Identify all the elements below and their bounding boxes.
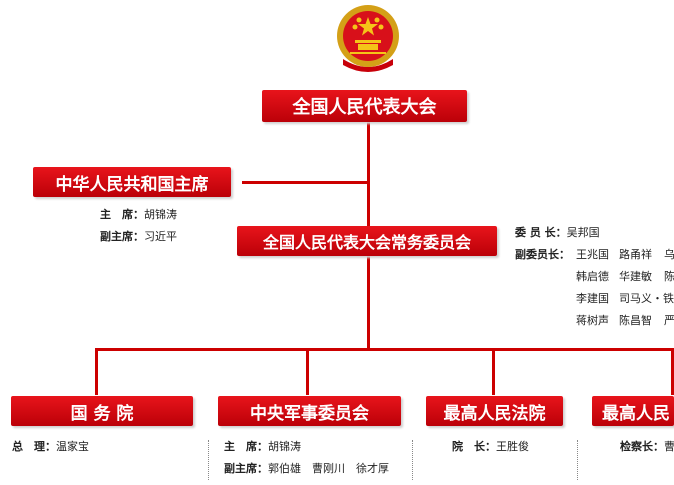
standing-vice-name: 严 xyxy=(664,314,674,327)
cmc-vice-name: 郭伯雄 xyxy=(268,462,301,475)
cmc-chair-name: 胡锦涛 xyxy=(268,440,301,453)
cmc-info: 主 席：胡锦涛 副主席：郭伯雄曹刚川徐才厚 xyxy=(224,436,389,480)
divider-dotted xyxy=(412,440,413,480)
cmc-vice-name: 徐才厚 xyxy=(356,462,389,475)
president-vice-name: 习近平 xyxy=(144,230,177,243)
president-chair-label: 主 席： xyxy=(100,208,144,221)
state-council-box: 国 务 院 xyxy=(11,396,193,426)
procurator-name: 曹 xyxy=(664,440,674,453)
standing-vice-row: 韩启德华建敏陈 xyxy=(576,266,674,288)
standing-vice-name: 司马义・铁 xyxy=(619,292,674,305)
divider-dotted xyxy=(577,440,578,480)
premier-label: 总 理： xyxy=(12,440,56,453)
connector-top-vertical xyxy=(367,122,370,227)
president-info: 主 席：胡锦涛 副主席：习近平 xyxy=(100,204,177,248)
connector-drop-2 xyxy=(306,348,309,395)
court-box: 最高人民法院 xyxy=(426,396,563,426)
court-president-label: 院 长： xyxy=(452,440,496,453)
premier-name: 温家宝 xyxy=(56,440,89,453)
connector-drop-3 xyxy=(492,348,495,395)
standing-vice-name: 王兆国 xyxy=(576,248,609,261)
connector-drop-1 xyxy=(95,348,98,395)
standing-vice-label: 副委员长： xyxy=(515,248,570,261)
standing-vice-name: 李建国 xyxy=(576,292,609,305)
standing-vice-name: 华建敏 xyxy=(619,270,652,283)
state-council-info: 总 理：温家宝 xyxy=(12,436,89,458)
standing-vice-row: 李建国司马义・铁 xyxy=(576,288,674,310)
national-emblem-icon xyxy=(337,5,399,72)
standing-chair-row: 委 员 长：吴邦国 xyxy=(515,222,600,244)
standing-vice-names: 王兆国路甬祥乌 韩启德华建敏陈 李建国司马义・铁 蒋树声陈昌智严 xyxy=(576,244,674,332)
standing-chair-name: 吴邦国 xyxy=(566,226,600,239)
standing-vice-label-wrap: 副委员长： xyxy=(515,244,570,266)
standing-chair-label: 委 员 长： xyxy=(515,226,567,239)
procuratorate-box: 最高人民 xyxy=(592,396,674,426)
standing-vice-name: 陈 xyxy=(664,270,674,283)
procurator-label: 检察长： xyxy=(620,440,664,453)
standing-vice-name: 乌 xyxy=(664,248,674,261)
president-vice-label: 副主席： xyxy=(100,230,144,243)
standing-committee-box: 全国人民代表大会常务委员会 xyxy=(237,226,497,256)
court-info: 院 长：王胜俊 xyxy=(452,436,529,458)
standing-vice-name: 蒋树声 xyxy=(576,314,609,327)
standing-vice-row: 王兆国路甬祥乌 xyxy=(576,244,674,266)
connector-drop-4 xyxy=(671,348,674,395)
cmc-box: 中央军事委员会 xyxy=(218,396,401,426)
standing-vice-name: 韩启德 xyxy=(576,270,609,283)
npc-box: 全国人民代表大会 xyxy=(262,90,467,122)
connector-bottom-horizontal xyxy=(95,348,674,351)
procuratorate-info: 检察长：曹 xyxy=(620,436,674,458)
cmc-vice-label: 副主席： xyxy=(224,462,268,475)
president-chair-name: 胡锦涛 xyxy=(144,208,177,221)
connector-middle-vertical xyxy=(367,254,370,350)
cmc-chair-label: 主 席： xyxy=(224,440,268,453)
cmc-vice-name: 曹刚川 xyxy=(312,462,345,475)
connector-president-horizontal xyxy=(242,181,370,184)
court-president-name: 王胜俊 xyxy=(496,440,529,453)
standing-vice-name: 路甬祥 xyxy=(619,248,652,261)
standing-vice-row: 蒋树声陈昌智严 xyxy=(576,310,674,332)
president-box: 中华人民共和国主席 xyxy=(33,167,231,197)
standing-vice-name: 陈昌智 xyxy=(619,314,652,327)
divider-dotted xyxy=(208,440,209,480)
